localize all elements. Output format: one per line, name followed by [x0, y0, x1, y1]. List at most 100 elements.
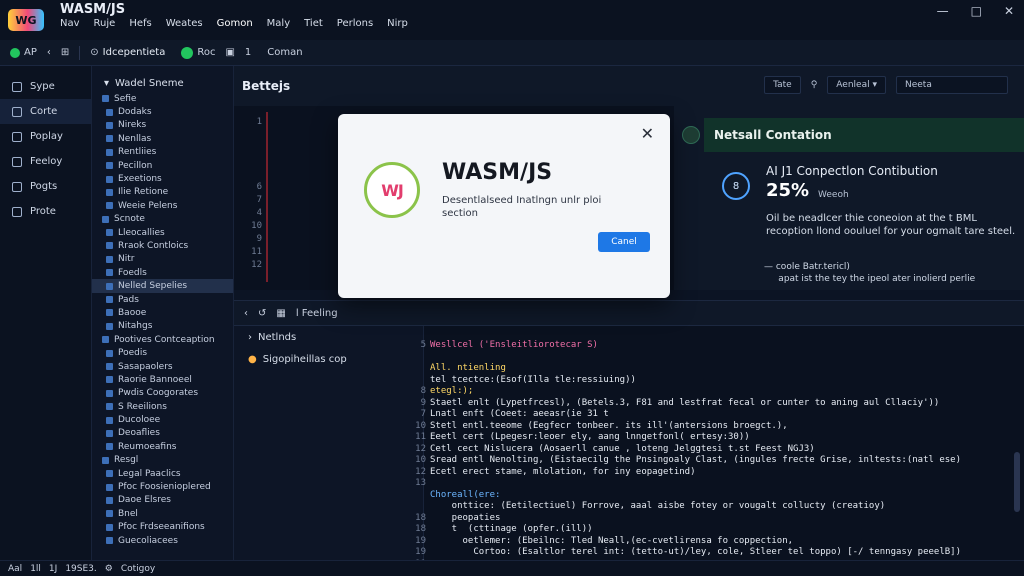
tree-item[interactable]: Rraok Contloics [92, 239, 233, 252]
nav-item[interactable]: Pogts [0, 174, 91, 199]
tree-item[interactable]: Ducoloee [92, 413, 233, 426]
tree-item[interactable]: Deoaflies [92, 427, 233, 440]
lower-left-panel: ›Netlnds ●Sigopiheillas cop [234, 326, 424, 560]
list-item[interactable]: ›Netlnds [234, 326, 423, 348]
tree-item[interactable]: Nitahgs [92, 320, 233, 333]
tree-item-label: Weeie Pelens [118, 200, 178, 211]
run-button[interactable]: AP [10, 47, 37, 58]
tree-item[interactable]: Pfoc Foosienioplered [92, 480, 233, 493]
line-number [410, 375, 426, 387]
maximize-icon[interactable]: □ [970, 4, 982, 18]
code-line: Cortoo: (Esaltlor terel int: (tetto-ut)/… [430, 547, 962, 557]
menu-item[interactable]: Weates [165, 18, 203, 29]
back-icon[interactable]: ‹ [46, 47, 51, 58]
aenleal-dropdown[interactable]: Aenleal ▾ [827, 76, 886, 94]
tree-item[interactable]: Legal Paaclics [92, 467, 233, 480]
menu-item[interactable]: Ruje [93, 18, 116, 29]
tree-item[interactable]: Sefie [92, 92, 233, 105]
nav-item[interactable]: Corte [0, 99, 91, 124]
tree-item[interactable]: Baooe [92, 306, 233, 319]
tree-item[interactable]: Nelled Sepelies [92, 279, 233, 293]
tree-header[interactable]: ▾ Wadel Sneme [92, 74, 233, 92]
tree-item[interactable]: Nireks [92, 119, 233, 132]
menu-item[interactable]: Gomon [216, 18, 253, 29]
tree-item[interactable]: Nenllas [92, 132, 233, 145]
nav-item[interactable]: Feeloy [0, 149, 91, 174]
tree-item[interactable]: Reumoeafins [92, 440, 233, 453]
tree-item-label: Baooe [118, 307, 147, 318]
file-icon [106, 309, 113, 317]
code-line: t (cttinage (opfer.(ill)) [430, 524, 593, 534]
nav-item[interactable]: Sype [0, 74, 91, 99]
tate-button[interactable]: Tate [764, 76, 801, 94]
tree-item[interactable]: Exeetions [92, 172, 233, 185]
search-bar[interactable]: ⊙ Idcepentieta [90, 47, 165, 58]
neeta-input[interactable]: Neeta [896, 76, 1008, 94]
file-icon [106, 429, 113, 437]
tree-item[interactable]: Nitr [92, 253, 233, 266]
status-item[interactable]: 1ll [30, 563, 41, 574]
grid-icon[interactable]: ▦ [276, 307, 286, 319]
tree-item-label: Deoaflies [118, 428, 160, 439]
tree-item[interactable]: Sasapaolers [92, 360, 233, 373]
tree-item[interactable]: Weeie Pelens [92, 199, 233, 212]
lock-icon[interactable]: ⚲ [810, 80, 818, 90]
tree-item[interactable]: S Reeilions [92, 400, 233, 413]
menu-item[interactable]: Tiet [304, 18, 323, 29]
line-number: 19 [415, 535, 426, 546]
code-line [430, 352, 1014, 364]
tree-item[interactable]: Daoe Elsres [92, 494, 233, 507]
tree-item[interactable]: Resgl [92, 454, 233, 467]
status-item[interactable]: Cotigoy [120, 563, 156, 574]
code-lines: Wesllcel ('Ensleitliorotecar S) All. nti… [430, 340, 1014, 559]
tree-item[interactable]: Pootives Contceaption [92, 333, 233, 346]
code-line: All. ntienling [430, 363, 506, 373]
count-item[interactable]: 1 [245, 47, 251, 58]
tree-item-label: Dodaks [118, 107, 152, 118]
status-item[interactable]: Aal [8, 563, 23, 574]
tree-item[interactable]: Pfoc Frdseeanifions [92, 521, 233, 534]
menu-item[interactable]: Nav [60, 18, 80, 29]
settings-icon[interactable]: ⚙ [104, 563, 113, 574]
line-number [242, 155, 262, 168]
sync-button[interactable]: Roc [181, 46, 215, 59]
chevron-right-icon: › [248, 331, 252, 343]
split-icon[interactable]: ⊞ [60, 47, 70, 58]
coman-item[interactable]: Coman [267, 47, 302, 58]
tree-item[interactable]: Scnote [92, 213, 233, 226]
tree-item[interactable]: Guecoliacees [92, 534, 233, 547]
tree-item[interactable]: Pecillon [92, 159, 233, 172]
run-label: AP [24, 47, 37, 58]
tree-item[interactable]: Dodaks [92, 105, 233, 118]
menu-item[interactable]: Maly [266, 18, 291, 29]
save-icon[interactable]: ▣ [225, 47, 235, 58]
tree-item[interactable]: Pwdis Coogorates [92, 387, 233, 400]
tree-item[interactable]: Pads [92, 293, 233, 306]
close-window-icon[interactable]: ✕ [1003, 4, 1014, 18]
menu-item[interactable]: Hefs [129, 18, 152, 29]
back-icon[interactable]: ‹ [244, 307, 248, 319]
tree-item[interactable]: Ilie Retione [92, 186, 233, 199]
status-item[interactable]: 19SE3. [65, 563, 97, 574]
nav-item[interactable]: Prote [0, 199, 91, 224]
file-icon [106, 537, 113, 545]
nav-label: Poplay [30, 131, 63, 142]
tree-item[interactable]: Foedls [92, 266, 233, 279]
menu-item[interactable]: Nirp [387, 18, 408, 29]
status-item[interactable]: 1J [48, 563, 58, 574]
list-item[interactable]: ●Sigopiheillas cop [234, 348, 423, 370]
cancel-button[interactable]: Canel [598, 232, 650, 252]
minimize-icon[interactable]: — [936, 4, 949, 18]
close-icon[interactable]: ✕ [640, 124, 654, 143]
scrollbar[interactable] [1014, 452, 1020, 512]
tree-item[interactable]: Bnel [92, 507, 233, 520]
refresh-icon[interactable]: ↺ [258, 307, 267, 319]
nav-item[interactable]: Poplay [0, 124, 91, 149]
menu-item[interactable]: Perlons [336, 18, 374, 29]
tree-item[interactable]: Poedis [92, 346, 233, 359]
tree-item[interactable]: Raorie Bannoeel [92, 373, 233, 386]
tree-item[interactable]: Rentliies [92, 146, 233, 159]
tree-item[interactable]: Lleocallies [92, 226, 233, 239]
menu-bar: Nav Ruje Hefs Weates Gomon Maly Tiet Per… [60, 18, 408, 29]
